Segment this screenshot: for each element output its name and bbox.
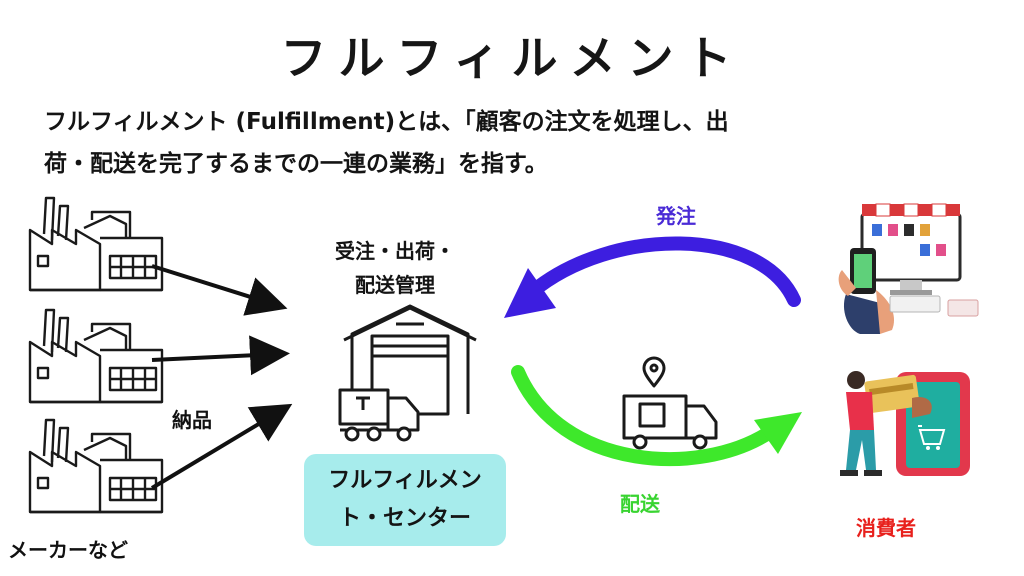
online-shopping-icon	[838, 203, 979, 334]
fulfillment-center-line-2: ト・センター	[338, 506, 471, 531]
delivery-arrow	[151, 264, 288, 316]
consumer-phone-icon	[840, 371, 970, 476]
fulfillment-center-box: フルフィルメン ト・センター	[304, 454, 506, 546]
consumer-label: 消費者	[856, 516, 916, 540]
delivery-arrow	[151, 335, 290, 376]
warehouse-truck-icon	[338, 304, 477, 442]
makers-label: メーカーなど	[8, 538, 128, 562]
factory-icon	[28, 418, 164, 514]
order-label: 発注	[656, 204, 696, 228]
ship-arrowhead	[754, 412, 802, 454]
order-arrow	[525, 236, 801, 307]
center-function-line-2: 配送管理	[355, 273, 435, 297]
ship-label: 配送	[620, 492, 660, 516]
factory-icon	[28, 308, 164, 404]
order-arrowhead	[504, 268, 556, 318]
delivery-in-label: 納品	[172, 408, 212, 432]
delivery-truck-icon	[622, 356, 718, 450]
ship-arrow	[511, 365, 777, 467]
fulfillment-center-line-1: フルフィルメン	[328, 468, 482, 493]
center-function-line-1: 受注・出荷・	[335, 239, 455, 263]
intro-line-1: フルフィルメント (Fulfillment)とは、「顧客の注文を処理し、出	[44, 109, 729, 135]
center-function-label: 受注・出荷・ 配送管理	[318, 234, 472, 302]
delivery-arrow	[150, 403, 293, 490]
intro-line-2: 荷・配送を完了するまでの一連の業務」を指す。	[44, 151, 548, 177]
factory-icon	[28, 196, 164, 292]
page-title: フルフィルメント	[280, 31, 744, 85]
